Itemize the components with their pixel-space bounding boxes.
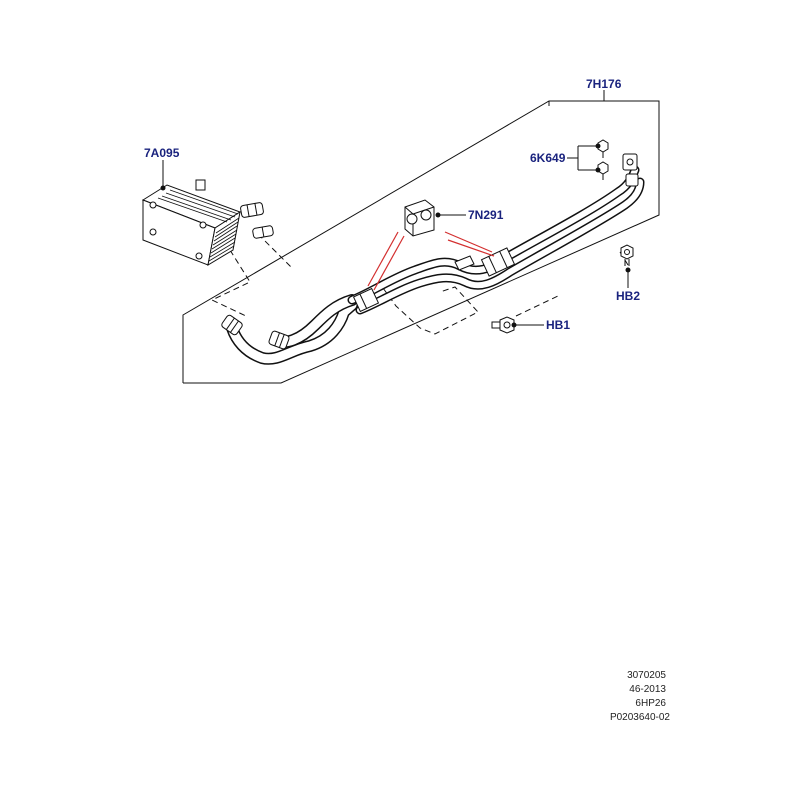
lower-hose	[221, 294, 358, 365]
callout-7h176: 7H176	[586, 77, 622, 91]
callout-7a095: 7A095	[144, 146, 180, 160]
leader-lines	[160, 143, 631, 328]
footer-part-ref: P0203640-02	[610, 712, 670, 723]
footer-transmission: 6HP26	[635, 698, 666, 709]
callout-hb1: HB1	[546, 318, 570, 332]
callout-6k649: 6K649	[530, 151, 566, 165]
clip-bolts	[597, 139, 609, 180]
callout-hb2: HB2	[616, 289, 640, 303]
clip-7n291	[404, 199, 435, 237]
footer-code: 3070205	[627, 670, 666, 681]
cooler-lines	[347, 153, 645, 315]
indicator-lines	[367, 231, 495, 291]
bolt-hb2	[620, 244, 634, 266]
callout-7n291: 7N291	[468, 208, 504, 222]
bolt-hb1	[491, 316, 515, 334]
assembly-boundary	[182, 90, 660, 384]
oil-cooler	[141, 179, 274, 267]
footer-revision: 46-2013	[629, 684, 666, 695]
